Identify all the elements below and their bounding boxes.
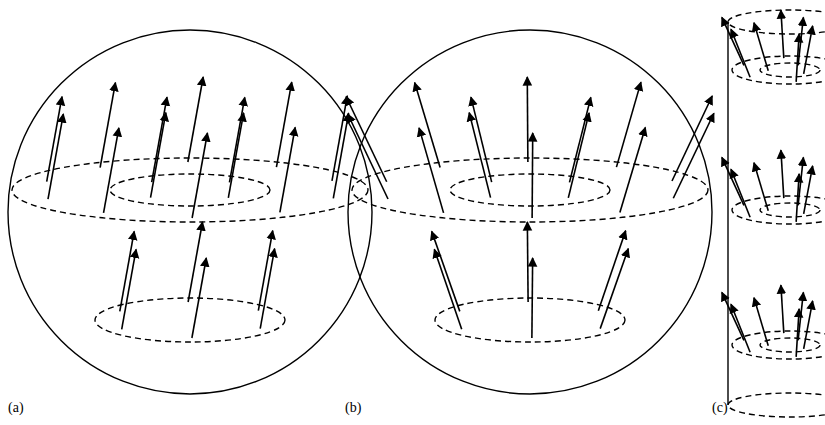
sphere-b — [348, 30, 712, 394]
spin-arrow — [526, 77, 528, 162]
spin-arrow — [598, 231, 625, 311]
spin-arrow — [432, 231, 460, 311]
spin-arrow — [152, 97, 167, 182]
spin-arrows — [47, 10, 825, 357]
cylinder-c — [728, 10, 825, 417]
spin-arrow — [100, 83, 115, 168]
spin-arrow — [754, 298, 768, 346]
panel-label: (c) — [712, 400, 728, 416]
spin-arrow — [781, 150, 784, 198]
spin-arrow — [568, 113, 589, 198]
spin-arrow — [188, 77, 203, 162]
spin-arrow — [104, 128, 119, 213]
spin-arrow — [192, 133, 207, 218]
spin-arrow — [434, 249, 461, 329]
spin-arrow — [798, 17, 803, 65]
panel-label: (a) — [8, 400, 24, 416]
spin-arrow — [348, 114, 388, 199]
spin-arrow — [672, 96, 712, 181]
spin-arrow — [600, 249, 628, 329]
spin-arrow — [276, 82, 291, 167]
spin-arrow — [333, 113, 348, 198]
sphere-a — [8, 30, 372, 394]
spin-arrow — [469, 113, 490, 198]
spin-arrow — [722, 157, 744, 205]
spin-arrow — [48, 114, 63, 199]
spin-arrow — [731, 29, 750, 77]
spin-arrow — [188, 222, 202, 302]
spin-arrow — [616, 82, 640, 167]
spin-arrow — [531, 258, 533, 338]
spin-arrow — [258, 231, 272, 311]
spin-arrow — [47, 97, 62, 182]
spin-arrow — [781, 10, 784, 58]
spin-arrow — [798, 157, 803, 205]
spin-arrow — [120, 231, 134, 311]
spin-arrow — [229, 97, 244, 182]
spin-arrow — [471, 97, 492, 182]
spin-arrow — [415, 83, 440, 168]
spin-arrow — [151, 113, 166, 198]
spin-arrow — [569, 97, 590, 182]
spin-arrow — [346, 97, 387, 182]
spin-arrow — [228, 113, 243, 198]
spin-arrow — [804, 26, 813, 74]
spin-arrow — [798, 292, 803, 340]
spin-arrow — [731, 169, 750, 217]
spin-arrow — [804, 166, 813, 214]
spin-arrow — [731, 304, 750, 352]
spin-arrow — [527, 222, 529, 302]
spin-arrow — [332, 96, 347, 181]
spin-arrow — [531, 133, 533, 218]
spin-arrow — [754, 23, 768, 71]
spin-arrow — [673, 113, 714, 198]
spin-arrow — [804, 301, 813, 349]
spin-arrow — [754, 163, 768, 211]
spin-arrow — [280, 127, 295, 212]
panel-label: (b) — [345, 400, 361, 416]
spin-arrow — [722, 292, 744, 340]
spin-arrow — [722, 17, 744, 65]
spin-arrow — [781, 285, 784, 333]
